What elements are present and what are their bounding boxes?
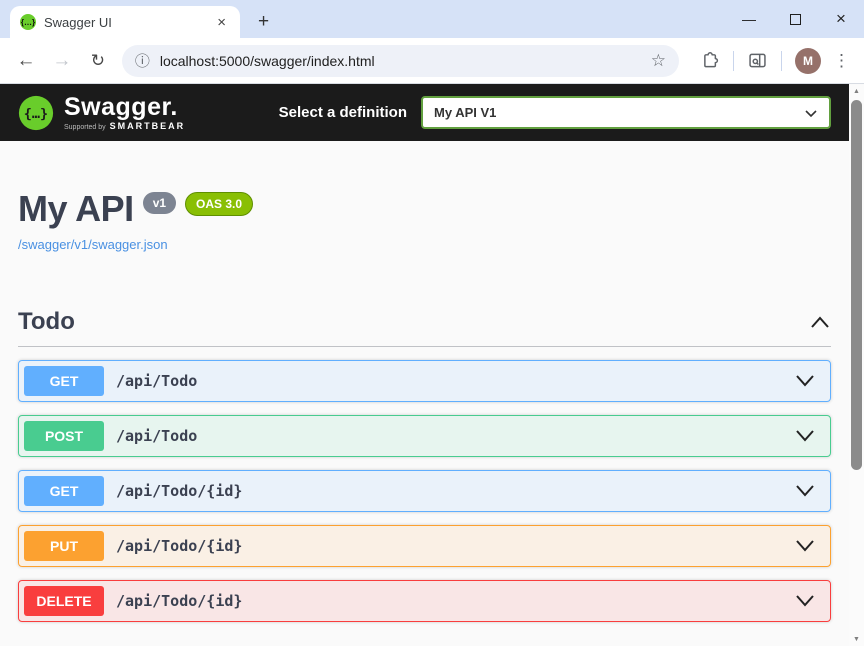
toolbar-right: M ⋮ [693, 48, 856, 74]
swagger-wordmark: Swagger. [64, 95, 185, 120]
chevron-down-icon [794, 594, 816, 608]
api-title: My API [18, 191, 134, 227]
operation-row-put-todo-id[interactable]: PUT /api/Todo/{id} [18, 525, 831, 567]
method-badge: PUT [24, 531, 104, 561]
supported-by-label: Supported by [64, 124, 106, 131]
forward-icon[interactable]: → [44, 50, 80, 72]
swagger-favicon-icon: {…} [20, 14, 36, 30]
operation-row-delete-todo-id[interactable]: DELETE /api/Todo/{id} [18, 580, 831, 622]
method-badge: GET [24, 476, 104, 506]
tab-title: Swagger UI [44, 15, 213, 30]
browser-tab-swagger-ui[interactable]: {…} Swagger UI × [10, 6, 240, 38]
api-header: My API v1 OAS 3.0 [18, 191, 831, 227]
operation-row-post-todo[interactable]: POST /api/Todo [18, 415, 831, 457]
oas-version-badge: OAS 3.0 [185, 192, 253, 216]
scroll-down-icon[interactable]: ▼ [849, 636, 864, 643]
selected-definition-value: My API V1 [434, 105, 496, 120]
browser-titlebar: {…} Swagger UI × + — × [0, 0, 864, 38]
svg-text:{…}: {…} [24, 105, 48, 121]
window-minimize-button[interactable]: — [726, 0, 772, 38]
swagger-logo[interactable]: {…} Swagger. Supported by SMARTBEAR [18, 95, 185, 131]
operation-path: /api/Todo [116, 372, 197, 390]
operation-path: /api/Todo/{id} [116, 537, 242, 555]
chevron-down-icon [794, 539, 816, 553]
definition-select-group: Select a definition My API V1 [279, 96, 831, 129]
new-tab-button[interactable]: + [258, 12, 269, 31]
operation-path: /api/Todo/{id} [116, 482, 242, 500]
scrollbar-thumb[interactable] [851, 100, 862, 470]
api-version-badge: v1 [143, 192, 176, 214]
chevron-down-icon [794, 484, 816, 498]
select-definition-label: Select a definition [279, 104, 407, 121]
address-bar[interactable]: ⓘ localhost:5000/swagger/index.html ☆ [122, 45, 679, 77]
section-title: Todo [18, 308, 75, 336]
chevron-up-icon[interactable] [809, 315, 831, 329]
toolbar-divider [781, 51, 782, 71]
smartbear-brand: SMARTBEAR [110, 122, 186, 131]
swagger-content: My API v1 OAS 3.0 /swagger/v1/swagger.js… [0, 191, 849, 622]
bookmark-star-icon[interactable]: ☆ [651, 51, 666, 71]
swagger-logo-text: Swagger. Supported by SMARTBEAR [64, 95, 185, 131]
extensions-icon[interactable] [699, 50, 720, 71]
back-icon[interactable]: ← [8, 50, 44, 72]
method-badge: DELETE [24, 586, 104, 616]
method-badge: GET [24, 366, 104, 396]
operation-row-get-todo[interactable]: GET /api/Todo [18, 360, 831, 402]
toolbar-divider [733, 51, 734, 71]
site-info-icon[interactable]: ⓘ [135, 50, 150, 71]
profile-avatar[interactable]: M [795, 48, 821, 74]
swagger-logo-icon: {…} [18, 95, 54, 131]
url-text[interactable]: localhost:5000/swagger/index.html [160, 53, 651, 69]
window-maximize-button[interactable] [772, 0, 818, 38]
operation-row-get-todo-id[interactable]: GET /api/Todo/{id} [18, 470, 831, 512]
page-scrollbar[interactable]: ▲ ▼ [849, 85, 864, 646]
tab-close-icon[interactable]: × [213, 14, 230, 31]
scroll-up-icon[interactable]: ▲ [849, 88, 864, 95]
swagger-topbar: {…} Swagger. Supported by SMARTBEAR Sele… [0, 84, 849, 141]
side-panel-search-icon[interactable] [747, 50, 768, 71]
browser-menu-icon[interactable]: ⋮ [827, 51, 856, 71]
method-badge: POST [24, 421, 104, 451]
chevron-down-icon [794, 374, 816, 388]
avatar-letter: M [795, 48, 821, 74]
operation-path: /api/Todo/{id} [116, 592, 242, 610]
window-controls: — × [726, 0, 864, 38]
chevron-down-icon [804, 107, 818, 119]
browser-toolbar: ← → ↻ ⓘ localhost:5000/swagger/index.htm… [0, 38, 864, 84]
spec-json-link[interactable]: /swagger/v1/swagger.json [18, 237, 168, 252]
reload-icon[interactable]: ↻ [80, 51, 116, 71]
operation-path: /api/Todo [116, 427, 197, 445]
maximize-icon [790, 14, 801, 25]
chevron-down-icon [794, 429, 816, 443]
section-header-todo[interactable]: Todo [18, 308, 831, 347]
window-close-button[interactable]: × [818, 0, 864, 38]
definition-select[interactable]: My API V1 [421, 96, 831, 129]
